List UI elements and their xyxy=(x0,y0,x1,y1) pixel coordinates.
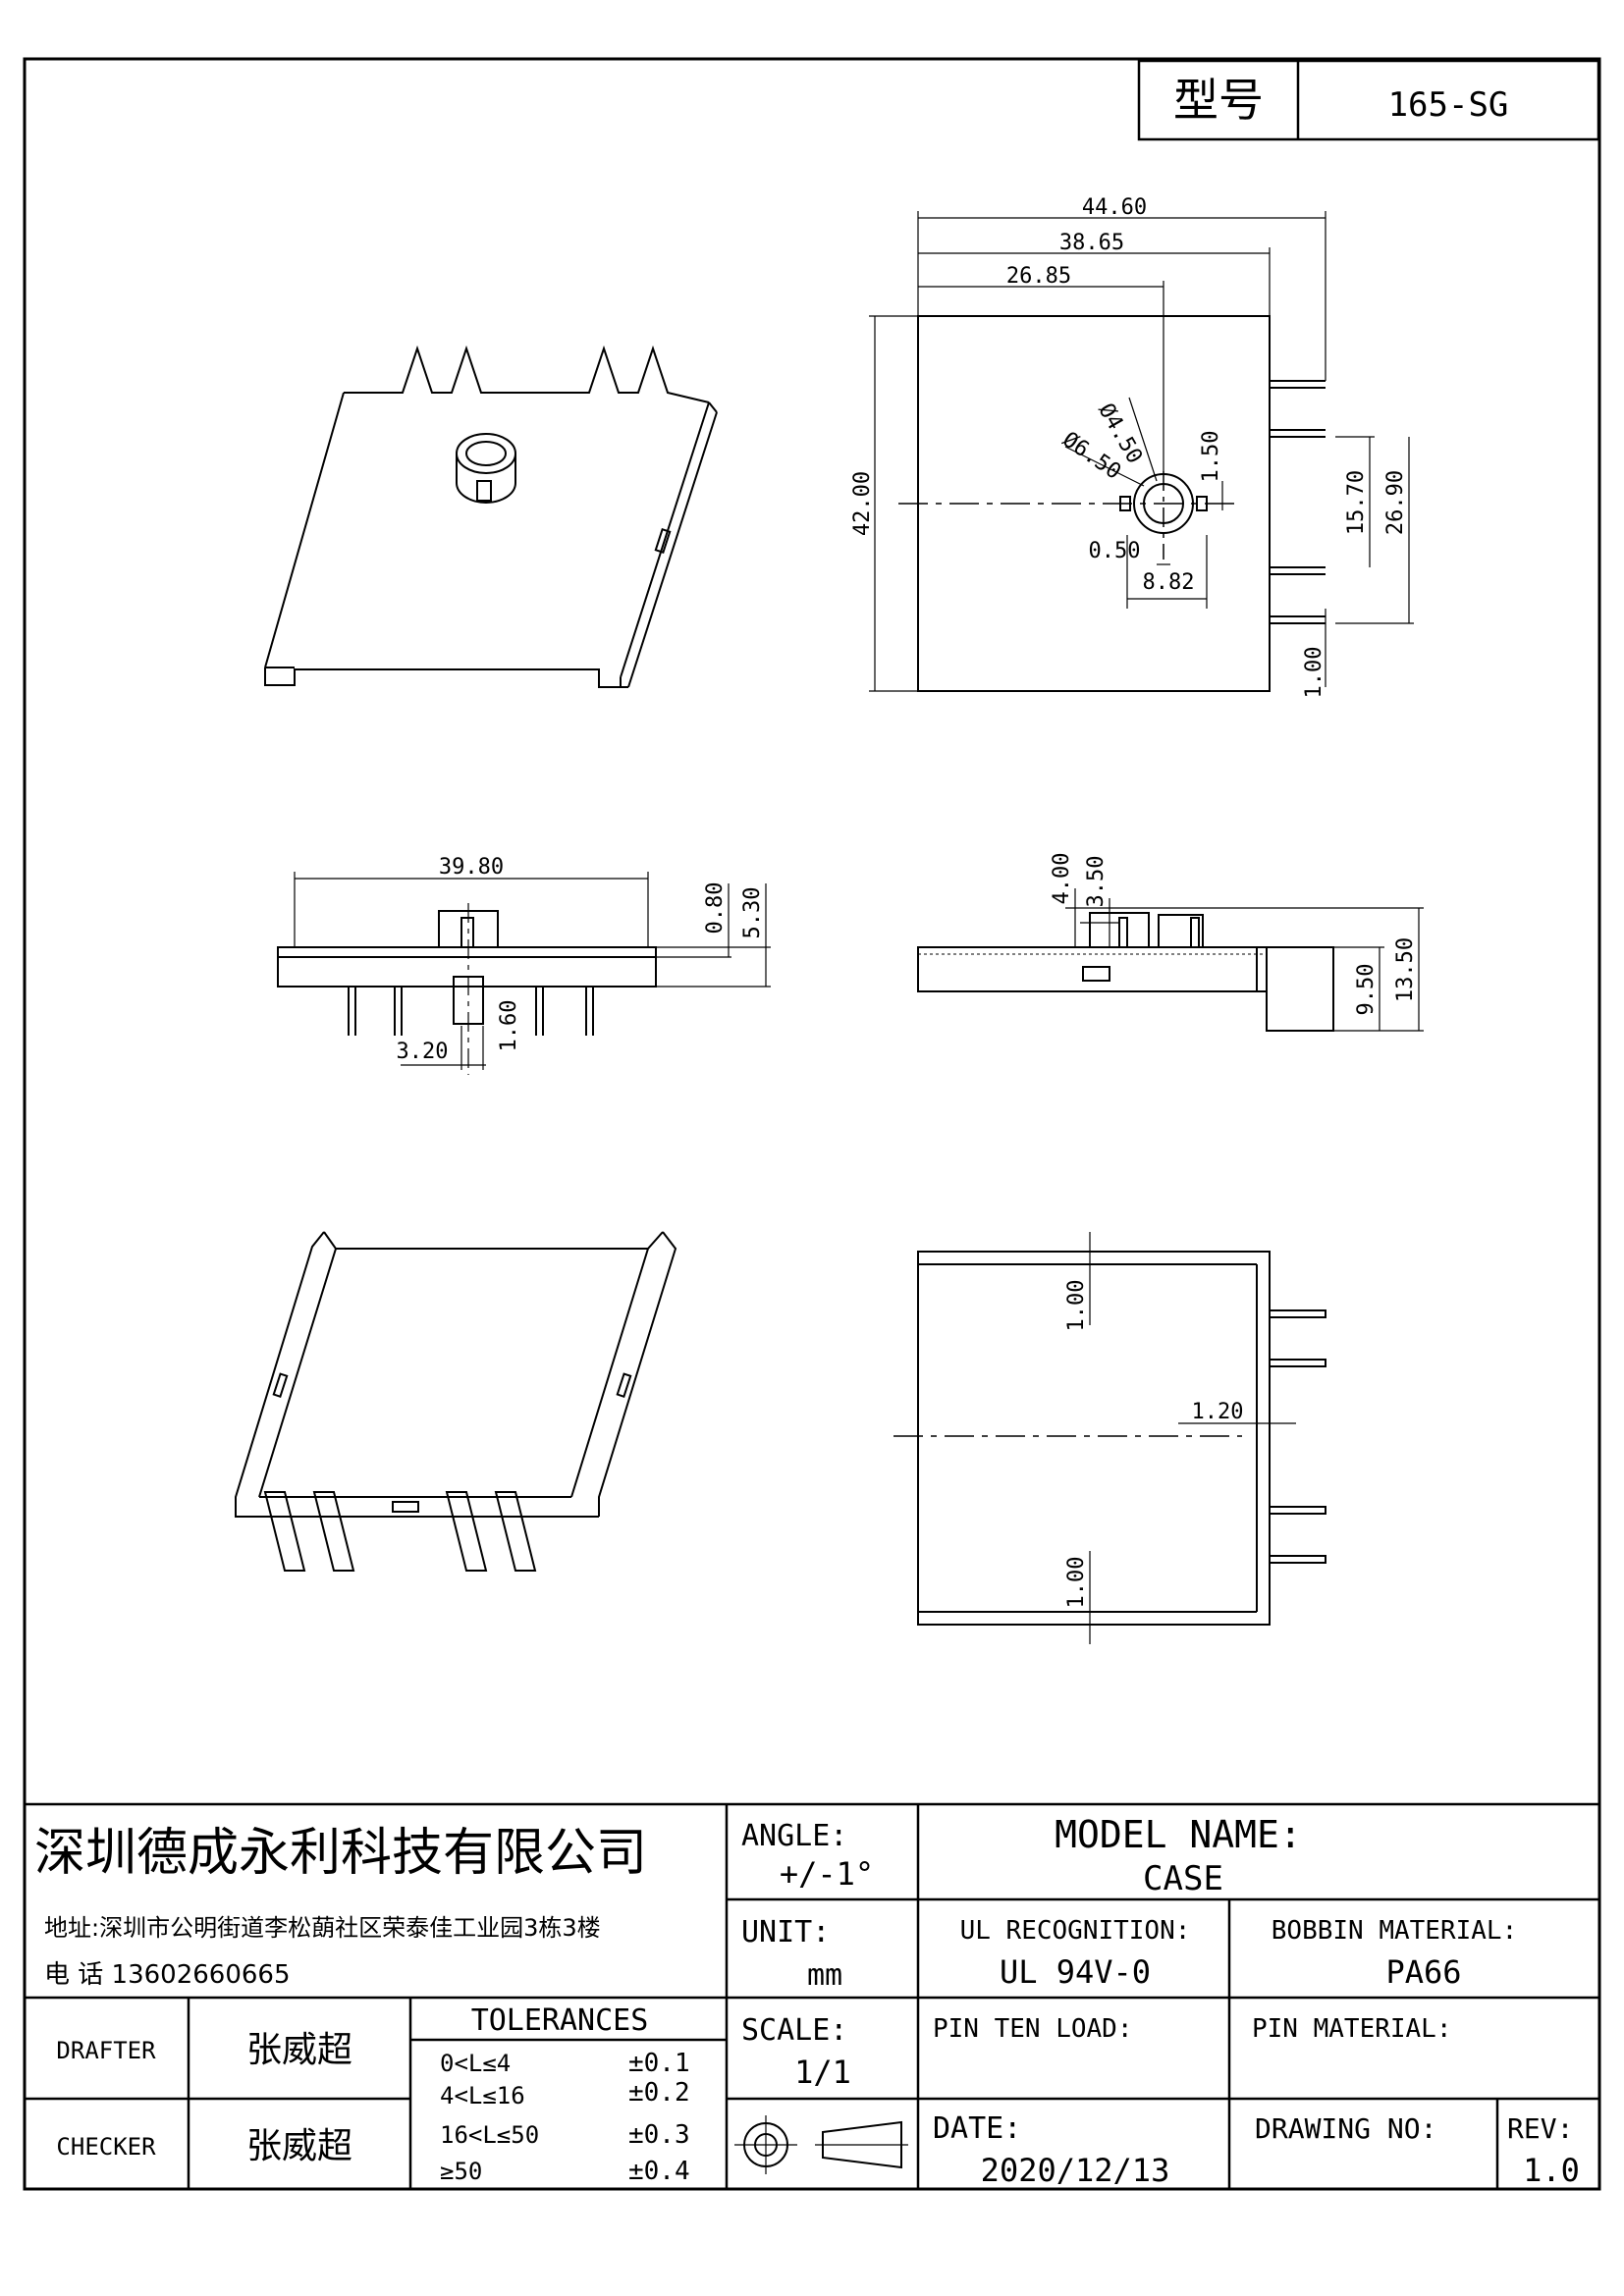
dim-1-60: 1.60 xyxy=(497,1000,521,1052)
side-view-dim-text: 4.00 3.50 9.50 13.50 xyxy=(1050,853,1418,1016)
pin-material-label: PIN MATERIAL: xyxy=(1252,2014,1452,2044)
bottom-view-dim-text: 1.00 1.20 1.00 xyxy=(1064,1280,1243,1609)
model-number: 165-SG xyxy=(1388,85,1509,125)
ul-value: UL 94V-0 xyxy=(1000,1953,1151,1991)
dim-38-65: 38.65 xyxy=(1059,231,1124,255)
unit-label: UNIT: xyxy=(741,1915,830,1949)
dim-8-82: 8.82 xyxy=(1143,570,1195,595)
dim-1-00-c: 1.00 xyxy=(1064,1557,1089,1609)
iso-view-top xyxy=(264,345,718,688)
projection-symbol xyxy=(734,2115,908,2174)
angle-label: ANGLE: xyxy=(741,1819,847,1853)
side-view-dims xyxy=(1065,888,1424,1032)
tol-range-3: 16<L≤50 xyxy=(440,2121,539,2149)
title-block xyxy=(25,1802,1599,2189)
angle-value: +/-1° xyxy=(780,1855,874,1893)
bobbin-value: PA66 xyxy=(1385,1953,1461,1991)
title-block-text: 深圳德成永利科技有限公司 地址:深圳市公明街道李松蓢社区荣泰佳工业园3栋3楼 电… xyxy=(34,1813,1580,2189)
dim-9-50: 9.50 xyxy=(1354,964,1379,1016)
model-name-label: MODEL NAME: xyxy=(1055,1813,1302,1856)
scale-label: SCALE: xyxy=(741,2013,847,2048)
iso-view-bottom xyxy=(235,1231,677,1572)
unit-value: mm xyxy=(807,1958,842,1993)
company-phone: 电 话 13602660665 xyxy=(44,1960,291,1990)
checker-name: 张威超 xyxy=(246,2126,352,2166)
drafter-label: DRAFTER xyxy=(56,2037,156,2064)
tol-range-4: ≥50 xyxy=(440,2158,482,2185)
outer-frame xyxy=(23,57,1601,2191)
scale-value: 1/1 xyxy=(794,2054,851,2091)
dim-42-00: 42.00 xyxy=(850,471,875,536)
tol-value-4: ±0.4 xyxy=(628,2157,690,2186)
tol-value-1: ±0.1 xyxy=(628,2049,690,2078)
model-box: 型号 165-SG xyxy=(1137,59,1600,141)
model-label: 型号 xyxy=(1173,74,1264,127)
dim-44-60: 44.60 xyxy=(1082,195,1147,220)
dim-0-50: 0.50 xyxy=(1089,539,1141,563)
dim-3-50: 3.50 xyxy=(1084,856,1109,908)
drafter-name: 张威超 xyxy=(246,2030,352,2070)
bottom-view xyxy=(893,1251,1326,1626)
front-view-dims xyxy=(294,872,771,1070)
dim-3-20: 3.20 xyxy=(397,1040,449,1064)
company-address: 地址:深圳市公明街道李松蓢社区荣泰佳工业园3栋3楼 xyxy=(44,1914,601,1942)
front-view xyxy=(277,903,657,1075)
top-view-dim-text: 44.60 38.65 26.85 42.00 Ø4.50 Ø6.50 1.50… xyxy=(850,195,1408,698)
date-label: DATE: xyxy=(933,2111,1021,2146)
rev-label: REV: xyxy=(1507,2112,1573,2145)
date-value: 2020/12/13 xyxy=(981,2152,1170,2189)
dim-1-00-a: 1.00 xyxy=(1302,647,1326,699)
dim-4-00: 4.00 xyxy=(1050,853,1074,905)
top-view xyxy=(898,315,1326,692)
drawing-no-label: DRAWING NO: xyxy=(1255,2112,1436,2145)
dim-1-50: 1.50 xyxy=(1199,431,1223,483)
pin-load-label: PIN TEN LOAD: xyxy=(933,2014,1133,2044)
tol-range-1: 0<L≤4 xyxy=(440,2050,511,2077)
dim-26-90: 26.90 xyxy=(1383,470,1408,535)
side-view xyxy=(917,912,1334,1032)
bobbin-label: BOBBIN MATERIAL: xyxy=(1272,1916,1517,1946)
tolerances-title: TOLERANCES xyxy=(471,2003,649,2038)
dim-0-80: 0.80 xyxy=(703,882,728,934)
checker-label: CHECKER xyxy=(56,2133,156,2161)
dim-26-85: 26.85 xyxy=(1006,264,1071,289)
rev-value: 1.0 xyxy=(1523,2152,1580,2189)
company-name: 深圳德成永利科技有限公司 xyxy=(34,1824,647,1883)
dim-1-20: 1.20 xyxy=(1192,1400,1244,1424)
dim-15-70: 15.70 xyxy=(1344,470,1369,535)
dim-39-80: 39.80 xyxy=(439,855,504,880)
ul-label: UL RECOGNITION: xyxy=(960,1916,1191,1946)
tol-range-2: 4<L≤16 xyxy=(440,2082,525,2109)
top-view-dims xyxy=(869,211,1414,692)
tol-value-3: ±0.3 xyxy=(628,2120,690,2150)
dim-5-30: 5.30 xyxy=(740,887,765,939)
dim-13-50: 13.50 xyxy=(1393,937,1418,1002)
model-name-value: CASE xyxy=(1143,1859,1223,1898)
bottom-view-dims xyxy=(1089,1232,1296,1644)
front-view-dim-text: 39.80 0.80 5.30 3.20 1.60 xyxy=(397,855,765,1064)
dim-1-00-b: 1.00 xyxy=(1064,1280,1089,1332)
tol-value-2: ±0.2 xyxy=(628,2078,690,2108)
